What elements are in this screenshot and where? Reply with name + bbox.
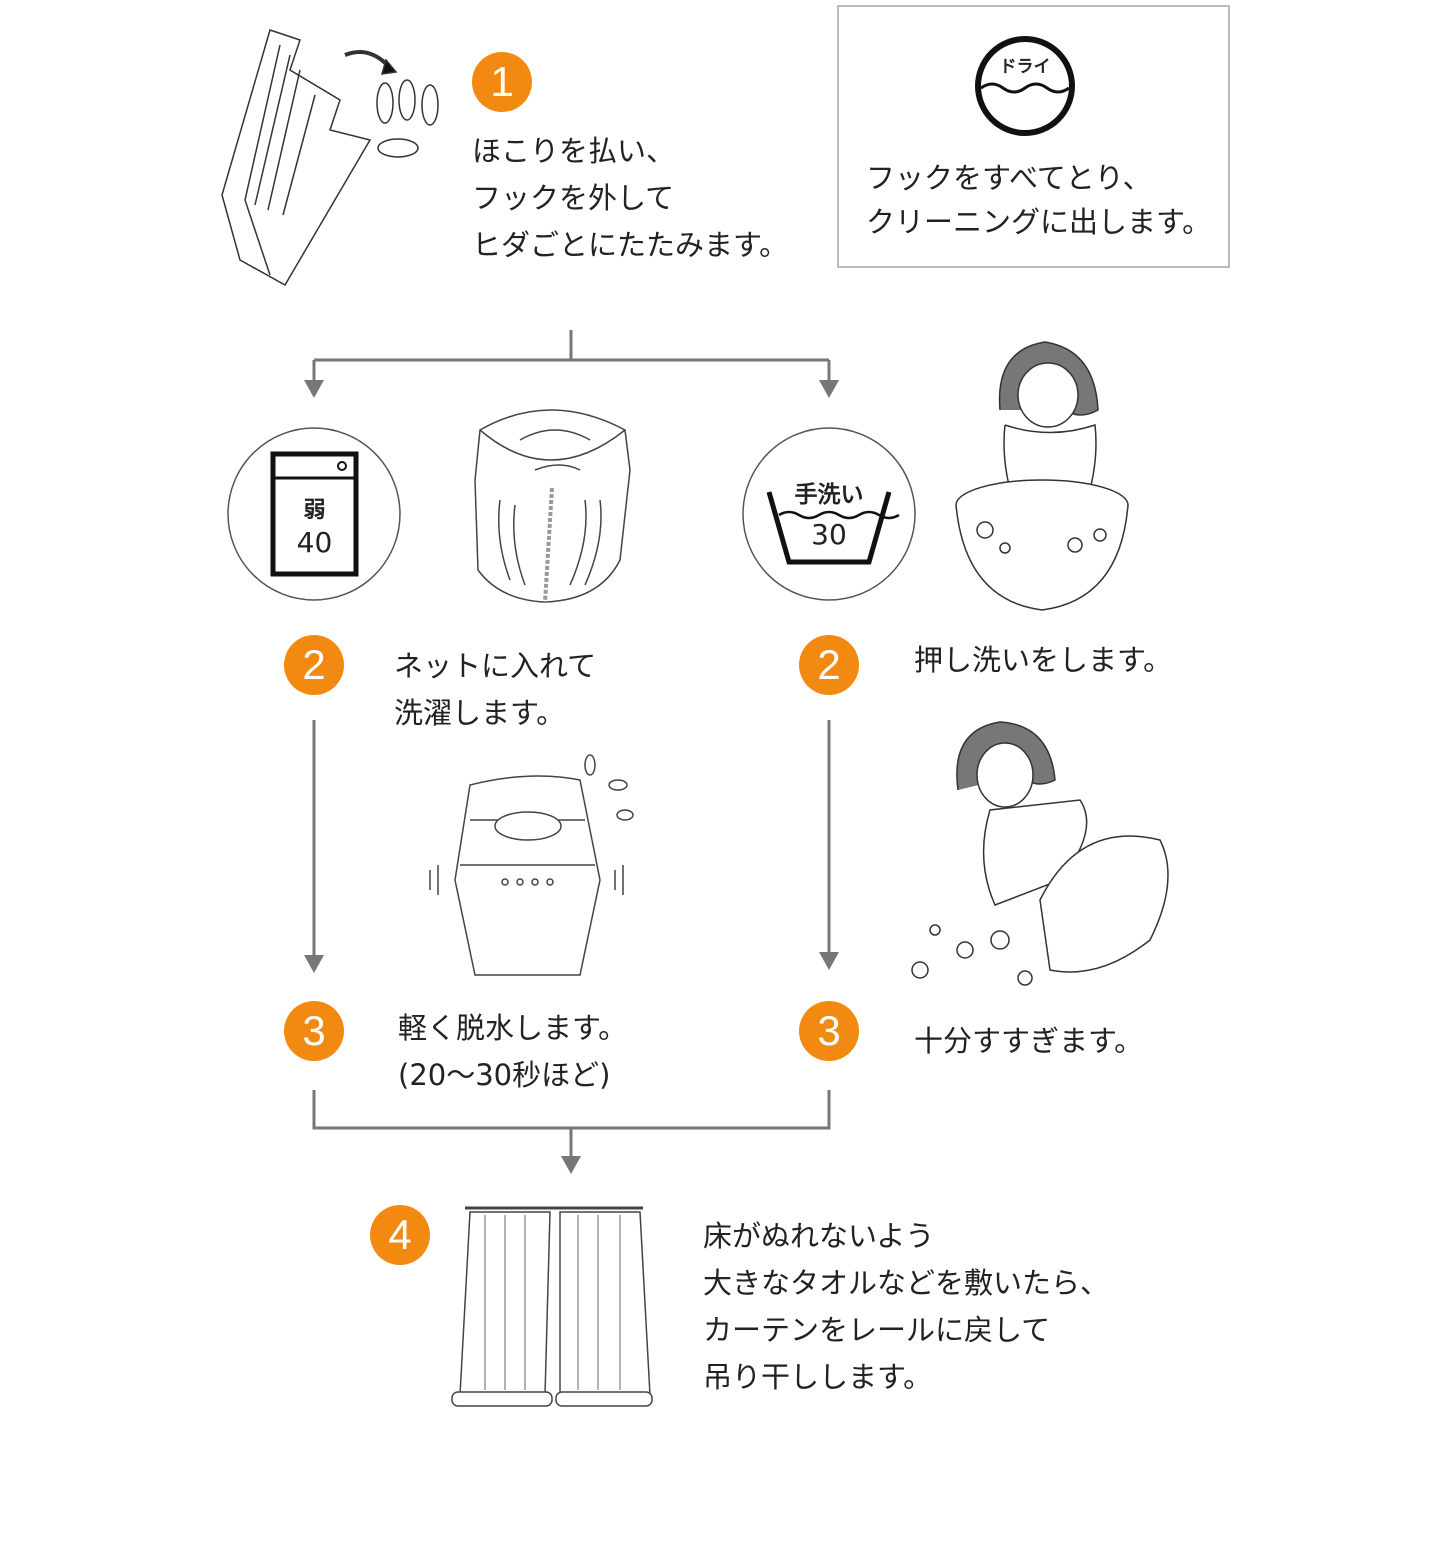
dry-cleaning-box xyxy=(837,5,1230,268)
woman-hand-washing-illustration xyxy=(955,341,1129,611)
hand-wash-label: 手洗い xyxy=(794,482,864,508)
arrowheads xyxy=(304,380,839,1174)
machine-wash-symbol xyxy=(227,427,401,601)
step-4-text: 床がぬれないよう 大きなタオルなどを敷いたら、 カーテンをレールに戻して 吊り干… xyxy=(703,1219,1110,1394)
step-1-badge: 1 xyxy=(472,52,532,112)
machine-wash-temp: 40 xyxy=(296,526,333,559)
hanging-curtain-illustration xyxy=(451,1206,653,1407)
dry-clean-symbol xyxy=(975,36,1075,136)
hand-step-3-badge: 3 xyxy=(799,1001,859,1061)
laundry-net-illustration xyxy=(474,409,631,603)
folded-curtain-illustration xyxy=(221,29,439,287)
hand-step-3-text: 十分すすぎます。 xyxy=(914,1024,1144,1058)
machine-step-2-text: ネットに入れて 洗濯します。 xyxy=(394,649,597,730)
hand-step-2-badge: 2 xyxy=(799,635,859,695)
hand-wash-temp: 30 xyxy=(811,518,847,551)
dry-cleaning-text: フックをすべてとり、 クリーニングに出します。 xyxy=(866,161,1212,239)
machine-step-3-text: 軽く脱水します。 (20〜30秒ほど) xyxy=(398,1011,628,1092)
flow-arrows xyxy=(312,330,831,1158)
step-4-badge: 4 xyxy=(370,1205,430,1265)
machine-step-3-badge: 3 xyxy=(284,1001,344,1061)
woman-rinsing-illustration xyxy=(911,721,1169,986)
machine-step-2-badge: 2 xyxy=(284,635,344,695)
step-1-text: ほこりを払い、 フックを外して ヒダごとにたたみます。 xyxy=(472,134,789,262)
hand-step-2-text: 押し洗いをします。 xyxy=(914,643,1173,677)
dry-symbol-label: ドライ xyxy=(999,57,1051,77)
washing-machine-spin-illustration xyxy=(429,754,634,976)
hand-wash-symbol xyxy=(742,427,916,601)
machine-wash-strength: 弱 xyxy=(303,498,326,523)
